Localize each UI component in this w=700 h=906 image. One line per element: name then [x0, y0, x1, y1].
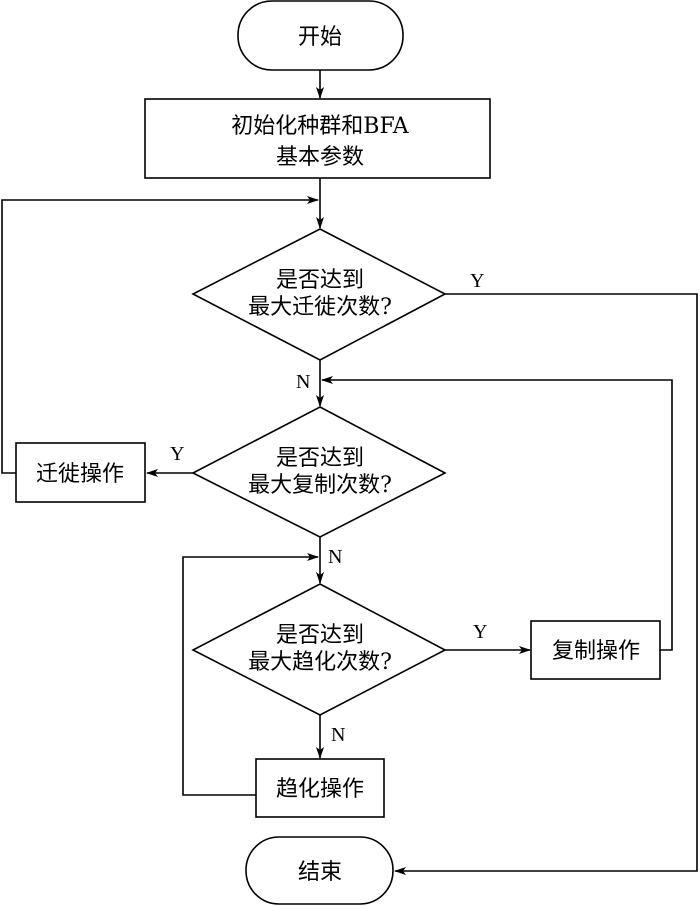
- decision-chemotaxis-line1: 是否达到: [276, 623, 364, 648]
- init-process-box: 初始化种群和BFA 基本参数: [144, 98, 491, 179]
- label-chemotaxis-yes: Y: [473, 621, 487, 643]
- reproduction-operation-box: 复制操作: [530, 620, 661, 680]
- label-migration-yes: Y: [470, 270, 484, 292]
- edge-chemo-loop: [182, 553, 319, 796]
- decision-reproduction-line1: 是否达到: [276, 446, 364, 471]
- migration-operation-box: 迁徙操作: [15, 442, 146, 503]
- label-reproduction-no: N: [328, 546, 342, 568]
- decision-reproduction-line2: 最大复制次数?: [248, 473, 392, 498]
- init-label-line2: 基本参数: [276, 145, 364, 170]
- decision-max-chemotaxis: 是否达到 最大趋化次数?: [191, 583, 447, 716]
- edge-migrate-loop: [1, 196, 319, 474]
- migration-operation-label: 迁徙操作: [36, 462, 124, 487]
- label-chemotaxis-no: N: [331, 724, 345, 746]
- start-terminal: 开始: [237, 0, 404, 71]
- edge-repro-loop: [321, 376, 673, 651]
- label-migration-no: N: [296, 371, 310, 393]
- decision-max-reproduction: 是否达到 最大复制次数?: [191, 406, 447, 538]
- decision-chemotaxis-line2: 最大趋化次数?: [248, 650, 392, 675]
- edges: [1, 70, 698, 875]
- decision-migration-line2: 最大迁徙次数?: [248, 295, 392, 320]
- decision-max-migration: 是否达到 最大迁徙次数?: [191, 228, 447, 361]
- decision-migration-line1: 是否达到: [276, 268, 364, 293]
- start-label: 开始: [298, 25, 342, 50]
- end-label: 结束: [298, 860, 342, 885]
- init-label-line1: 初始化种群和BFA: [231, 114, 410, 139]
- chemotaxis-operation-box: 趋化操作: [255, 758, 385, 818]
- end-terminal: 结束: [245, 836, 394, 905]
- label-reproduction-yes: Y: [170, 443, 184, 465]
- edge-dmigrate-yes-end: [394, 293, 698, 875]
- reproduction-operation-label: 复制操作: [552, 639, 640, 664]
- chemotaxis-operation-label: 趋化操作: [276, 777, 364, 802]
